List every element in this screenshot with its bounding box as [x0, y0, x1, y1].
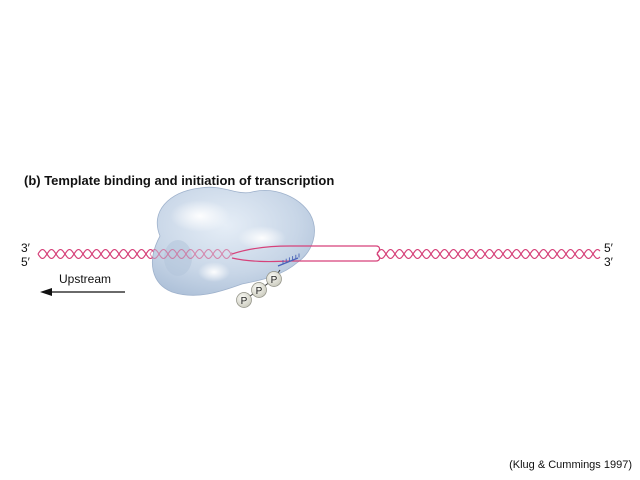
phosphate-3: P [266, 271, 282, 287]
right-bottom-strand-end: 3′ [604, 255, 613, 269]
rna-primer [277, 253, 300, 267]
phosphate-2-label: P [256, 286, 263, 297]
left-bottom-strand-end: 5′ [21, 255, 30, 269]
phosphate-3-label: P [271, 275, 278, 286]
left-top-strand-end: 3′ [21, 241, 30, 255]
source-credit: (Klug & Cummings 1997) [509, 459, 632, 471]
dna-helix-right [376, 248, 601, 260]
right-top-strand-end: 5′ [604, 241, 613, 255]
transcription-bubble [231, 245, 381, 263]
upstream-arrow-icon [40, 288, 125, 296]
rna-polymerase [152, 186, 315, 296]
triphosphate-chain: P P P [236, 269, 282, 308]
phosphate-1: P [236, 292, 252, 308]
dna-helix-inside-polymerase [149, 249, 233, 259]
diagram-title: (b) Template binding and initiation of t… [24, 173, 335, 188]
phosphate-1-label: P [241, 296, 248, 307]
phosphate-2: P [251, 282, 267, 298]
upstream-label: Upstream [59, 272, 112, 286]
